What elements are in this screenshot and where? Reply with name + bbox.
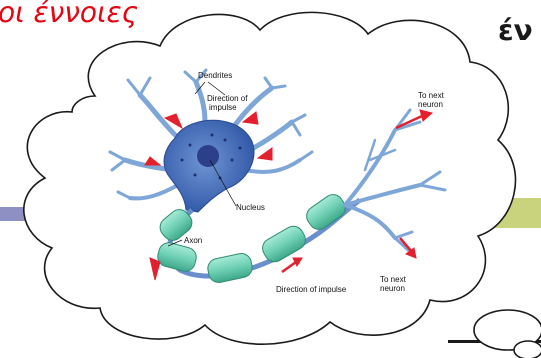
- label-next-neuron-bottom-2: neuron: [380, 284, 405, 293]
- nucleus: [197, 145, 219, 167]
- label-next-neuron-bottom-1: To next: [380, 275, 407, 284]
- label-direction-1: Direction of: [207, 94, 248, 103]
- label-direction-2: impulse: [209, 103, 237, 112]
- label-next-neuron-top-1: To next: [418, 91, 445, 100]
- label-nucleus: Nucleus: [236, 203, 265, 212]
- label-direction-impulse: Direction of impulse: [276, 285, 347, 294]
- thought-bubble-small: [514, 341, 541, 358]
- label-axon: Axon: [184, 236, 202, 245]
- label-next-neuron-top-2: neuron: [418, 100, 443, 109]
- thought-cloud: [24, 12, 516, 344]
- label-dendrites: Dendrites: [198, 71, 232, 80]
